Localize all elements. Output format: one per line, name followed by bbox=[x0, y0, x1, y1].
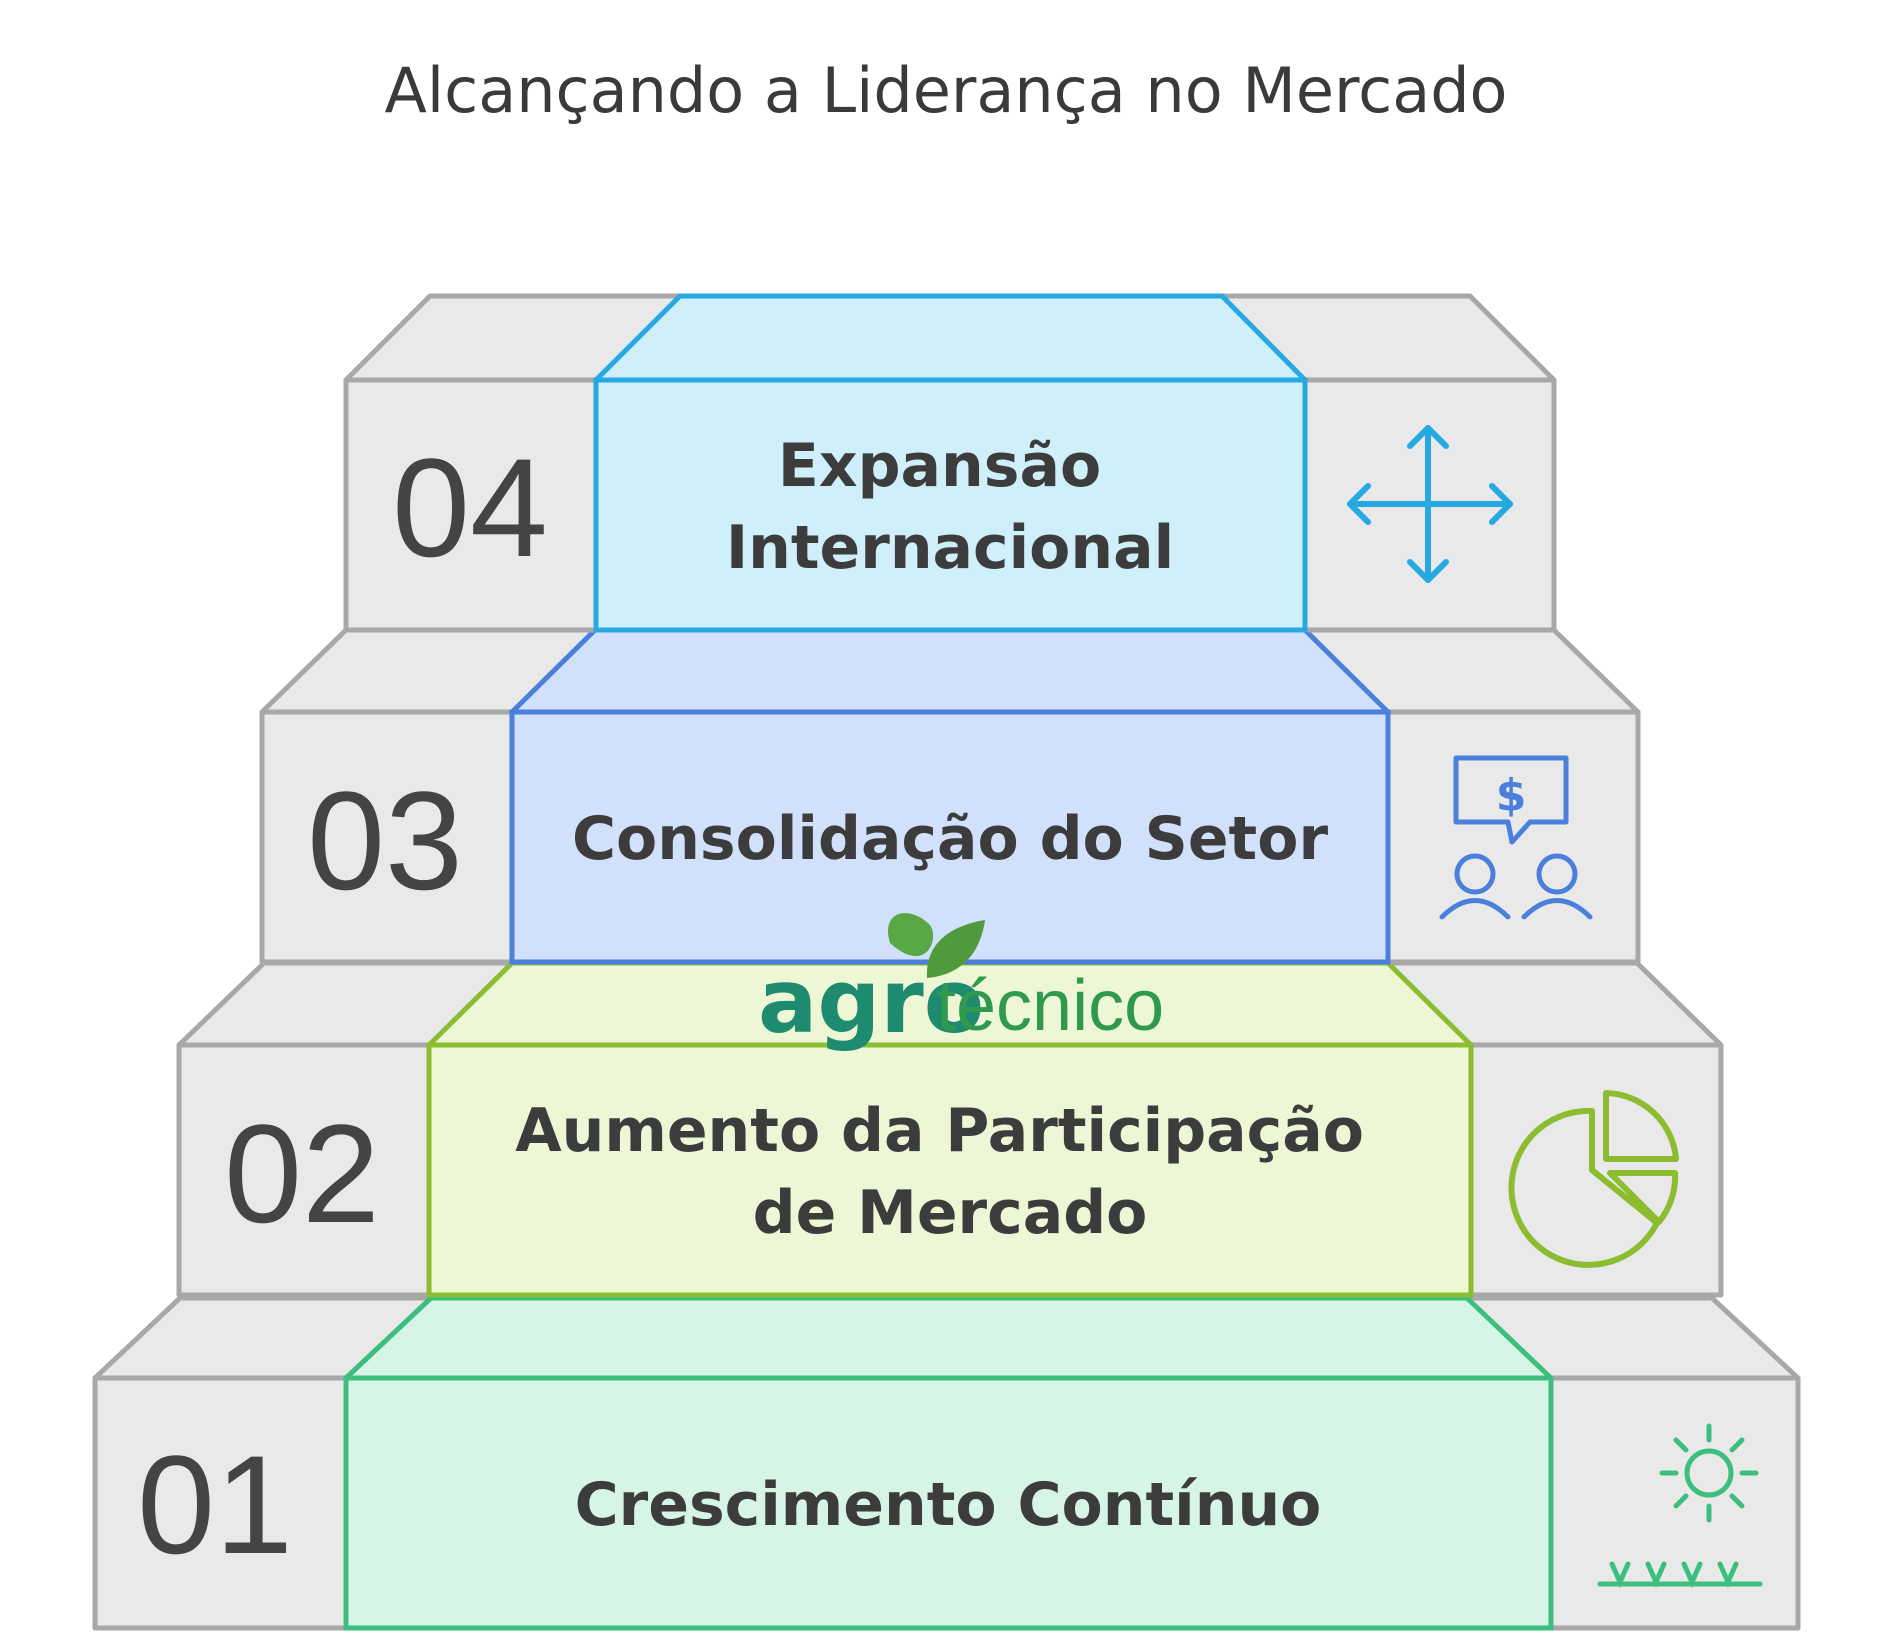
move-arrows-icon bbox=[1347, 425, 1513, 583]
step-01-label: Crescimento Contínuo bbox=[575, 1470, 1322, 1540]
leaf-right-icon bbox=[926, 920, 985, 978]
logo-agro-text: agro bbox=[758, 950, 984, 1053]
sun-grass-icon bbox=[1597, 1423, 1763, 1589]
step-01-number: 01 bbox=[137, 1426, 293, 1583]
step-04-highlight-front bbox=[593, 377, 1308, 633]
step-01: 01 Crescimento Contínuo bbox=[92, 1295, 1801, 1631]
step-04-label: Expansão Internacional bbox=[726, 431, 1174, 583]
step-03-highlight-front bbox=[509, 709, 1391, 965]
logo-tecnico-text: técnico bbox=[936, 966, 1164, 1046]
page-title: Alcançando a Liderança no Mercado bbox=[385, 54, 1508, 127]
step-03-highlight-top bbox=[509, 627, 1391, 715]
step-04: 04 Expansão Internacional bbox=[343, 293, 1557, 633]
step-01-highlight-top bbox=[343, 1295, 1554, 1381]
step-03-number: 03 bbox=[307, 762, 463, 919]
step-03-label: Consolidação do Setor bbox=[572, 804, 1329, 874]
step-04-highlight-top bbox=[593, 293, 1308, 383]
step-04-label-line-2: Internacional bbox=[726, 513, 1174, 583]
pie-chart-icon bbox=[1508, 1090, 1679, 1268]
step-01-highlight-front bbox=[343, 1375, 1554, 1631]
step-02-label: Aumento da Participação de Mercado bbox=[515, 1096, 1385, 1248]
agrotecnico-logo: agro técnico bbox=[758, 913, 1164, 1053]
step-02: 02 Aumento da Participação de Mercado bbox=[176, 960, 1724, 1298]
step-02-highlight-front bbox=[426, 1042, 1474, 1298]
step-03: 03 Consolidação do Setor $ bbox=[259, 627, 1641, 965]
leaf-left-icon bbox=[888, 913, 934, 957]
step-04-number: 04 bbox=[392, 429, 548, 586]
people-dollar-icon: $ bbox=[1439, 755, 1593, 920]
step-04-label-line-1: Expansão bbox=[778, 431, 1101, 501]
step-01-label-line-1: Crescimento Contínuo bbox=[575, 1470, 1322, 1540]
step-02-label-line-1: Aumento da Participação bbox=[515, 1096, 1364, 1166]
step-02-number: 02 bbox=[224, 1095, 380, 1252]
dollar-sign: $ bbox=[1496, 770, 1527, 821]
step-02-label-line-2: de Mercado bbox=[753, 1178, 1148, 1248]
step-03-label-line-1: Consolidação do Setor bbox=[572, 804, 1329, 874]
